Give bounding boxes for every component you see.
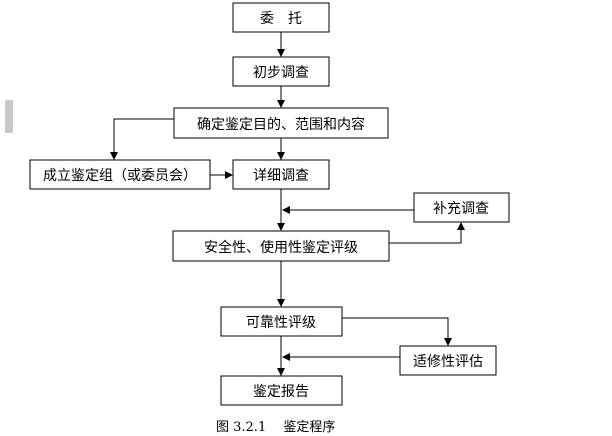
node-supplementary-survey: 补充调查: [413, 192, 510, 223]
node-determine-objectives: 确定鉴定目的、范围和内容: [173, 107, 389, 139]
node-appraisal-report: 鉴定报告: [220, 375, 343, 406]
node-appraisal-report-label: 鉴定报告: [253, 384, 309, 400]
edge-objectives-to-form-group: [110, 118, 174, 160]
node-entrust: 委 托: [232, 2, 330, 33]
node-supplementary-survey-label: 补充调查: [433, 201, 489, 217]
node-detailed-survey-label: 详细调查: [253, 168, 309, 184]
figure-caption-text: 图 3.2.1 鉴定程序: [216, 420, 336, 435]
node-reliability-rating: 可靠性评级: [220, 306, 343, 337]
node-entrust-label: 委 托: [260, 11, 302, 27]
node-reliability-rating-label: 可靠性评级: [246, 315, 316, 331]
node-safety-usability-rating: 安全性、使用性鉴定评级: [172, 230, 390, 262]
flowchart: 委 托 初步调查 确定鉴定目的、范围和内容 成立鉴定组（或委员会） 详细调查 补…: [29, 2, 510, 406]
edge-reliability-to-adaptability: [342, 317, 452, 346]
node-safety-usability-rating-label: 安全性、使用性鉴定评级: [204, 239, 358, 256]
node-determine-objectives-label: 确定鉴定目的、范围和内容: [197, 116, 365, 133]
node-preliminary-survey: 初步调查: [232, 56, 330, 87]
node-preliminary-survey-label: 初步调查: [253, 64, 309, 81]
node-form-group-label: 成立鉴定组（或委员会）: [43, 168, 197, 184]
side-marker: [5, 100, 13, 133]
edge-safety-to-supplementary: [389, 222, 465, 244]
node-detailed-survey: 详细调查: [232, 159, 330, 190]
node-form-group: 成立鉴定组（或委员会）: [29, 159, 211, 190]
node-adaptability-assessment: 适修性评估: [399, 345, 497, 376]
node-adaptability-assessment-label: 适修性评估: [413, 354, 483, 370]
